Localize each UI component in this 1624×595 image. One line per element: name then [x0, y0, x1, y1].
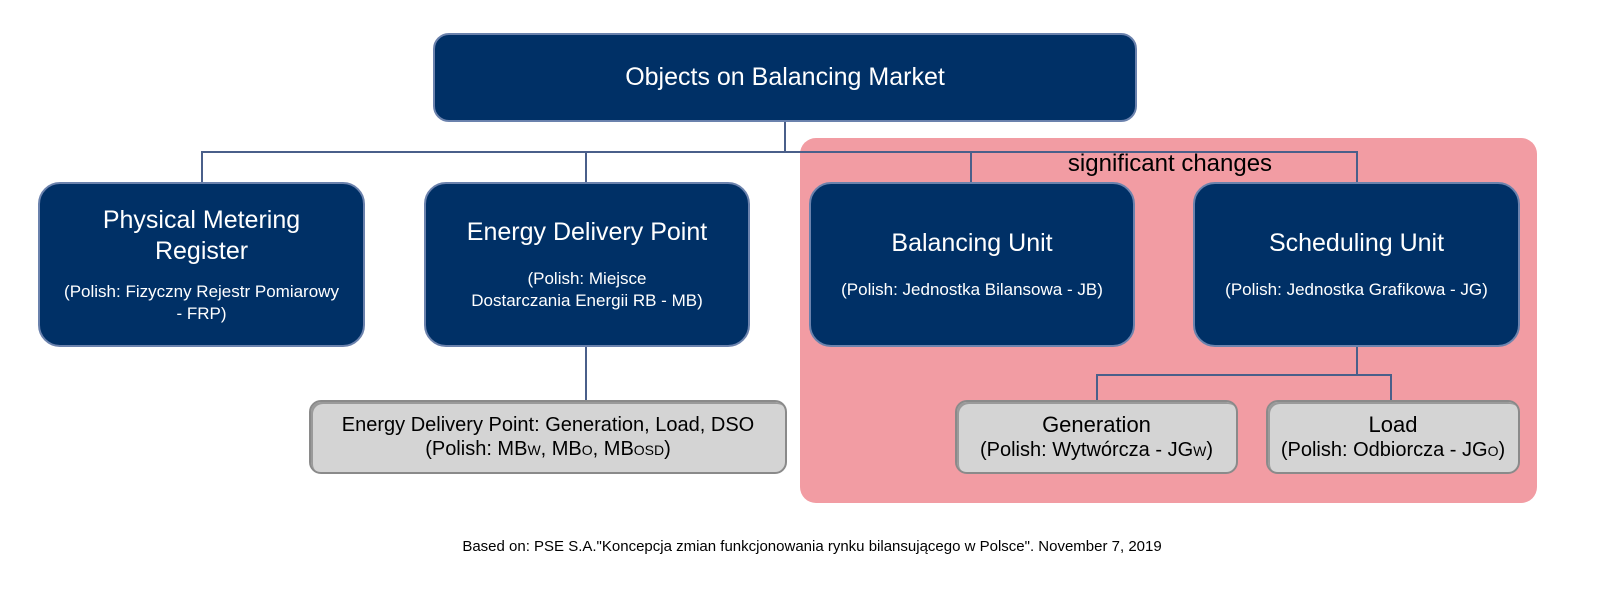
connector	[1390, 374, 1392, 402]
root-title: Objects on Balancing Market	[625, 63, 945, 91]
node-subtitle: - FRP)	[176, 303, 227, 323]
node-subtitle: (Polish: Wytwórcza - JGW)	[980, 438, 1213, 463]
node-energy-delivery-point: Energy Delivery Point (Polish: Miejsce D…	[424, 182, 750, 347]
subscript: W	[527, 441, 541, 458]
node-generation: Generation (Polish: Wytwórcza - JGW)	[955, 400, 1238, 474]
node-subtitle: (Polish: Miejsce	[527, 269, 647, 288]
node-title: Register	[154, 236, 249, 265]
connector	[585, 151, 587, 183]
subscript: OSD	[633, 441, 665, 458]
root-node: Objects on Balancing Market	[433, 33, 1137, 122]
text: )	[1206, 438, 1214, 461]
node-balancing-unit: Balancing Unit (Polish: Jednostka Bilans…	[809, 182, 1135, 347]
connector	[784, 122, 786, 153]
node-scheduling-unit: Scheduling Unit (Polish: Jednostka Grafi…	[1193, 182, 1520, 347]
node-physical-metering-register: Physical Metering Register (Polish: Fizy…	[38, 182, 365, 347]
connector	[1096, 374, 1098, 402]
significant-changes-label: significant changes	[1067, 150, 1273, 177]
text: (Polish: Wytwórcza - JG	[979, 438, 1194, 461]
node-title: Physical Metering	[102, 205, 301, 234]
text: , MB	[592, 437, 634, 460]
node-title: Energy Delivery Point	[466, 218, 708, 246]
connector	[1356, 346, 1358, 376]
text: )	[1498, 438, 1506, 461]
connector	[201, 151, 203, 183]
text: (Polish: Odbiorcza - JG	[1280, 438, 1488, 461]
node-title: Balancing Unit	[891, 229, 1053, 257]
connector	[1356, 151, 1358, 183]
subscript: O	[581, 441, 593, 458]
connector	[585, 346, 587, 402]
node-load: Load (Polish: Odbiorcza - JGO)	[1266, 400, 1520, 474]
node-title: Energy Delivery Point: Generation, Load,…	[341, 413, 755, 436]
text: , MB	[540, 437, 582, 460]
node-edp-generation-load-dso: Energy Delivery Point: Generation, Load,…	[309, 400, 787, 474]
node-subtitle: (Polish: Jednostka Bilansowa - JB)	[841, 280, 1103, 299]
node-title: Load	[1368, 411, 1418, 437]
node-subtitle: (Polish: MBW, MBO, MBOSD)	[425, 437, 671, 462]
subscript: O	[1487, 442, 1499, 459]
caption: Based on: PSE S.A."Koncepcja zmian funkc…	[462, 538, 1162, 555]
node-title: Scheduling Unit	[1268, 229, 1445, 257]
node-subtitle: (Polish: Fizyczny Rejestr Pomiarowy	[64, 281, 339, 301]
node-subtitle: (Polish: Odbiorcza - JGO)	[1281, 438, 1505, 463]
node-title: Generation	[1042, 411, 1151, 437]
text: )	[664, 437, 671, 460]
connector	[201, 151, 1358, 153]
node-subtitle: Dostarczania Energii RB - MB)	[471, 291, 703, 310]
node-subtitle: (Polish: Jednostka Grafikowa - JG)	[1225, 280, 1488, 299]
connector	[1096, 374, 1392, 376]
subscript: W	[1193, 442, 1207, 459]
text: (Polish: MB	[425, 437, 528, 460]
connector	[970, 151, 972, 183]
